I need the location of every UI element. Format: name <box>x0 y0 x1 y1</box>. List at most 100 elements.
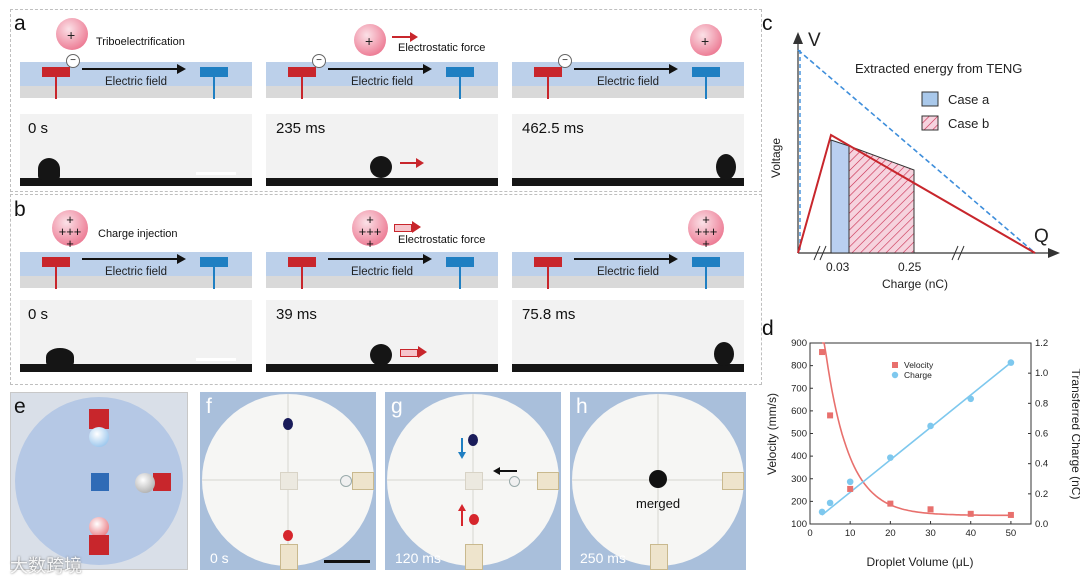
panel-f-photo: 0 s <box>200 392 376 570</box>
panel-b-frame-2: Electric field +++++ Electrostatic force… <box>266 210 498 382</box>
legend-label-velocity: Velocity <box>904 360 934 370</box>
panel-b-frame-3: Electric field +++++ 75.8 ms <box>512 210 744 382</box>
y-tick-label: 300 <box>791 474 807 485</box>
positive-electrode <box>534 257 562 267</box>
charged-droplet: +++++ <box>52 210 88 250</box>
velocity-point <box>887 500 894 507</box>
blue-droplet <box>283 418 293 430</box>
droplet <box>690 24 722 56</box>
negative-electrode <box>200 257 228 267</box>
red-motion-arrow <box>461 510 463 526</box>
charge-point <box>846 478 854 486</box>
electrode-pad <box>280 544 298 570</box>
y-tick-label: 200 <box>791 496 807 507</box>
panel-g-photo: 120 ms <box>385 392 561 570</box>
droplet-photo: 0 s <box>20 114 252 186</box>
charge-point <box>818 508 826 516</box>
red-droplet <box>283 530 293 541</box>
droplet <box>56 18 88 50</box>
y-tick-label: 400 <box>791 451 807 462</box>
y-tick-label: 900 <box>791 338 807 349</box>
droplet-photo: 235 ms <box>266 114 498 186</box>
droplet-silhouette <box>714 342 734 366</box>
velocity-point <box>847 485 854 492</box>
legend-label-case-a: Case a <box>948 92 990 107</box>
max-energy-line <box>797 49 1036 254</box>
motion-arrow <box>400 349 418 357</box>
field-arrow <box>328 258 426 260</box>
panel-label-c: c <box>762 12 773 35</box>
legend-marker-velocity <box>892 362 898 368</box>
x-tick-label: 10 <box>845 528 856 539</box>
field-arrow <box>574 68 672 70</box>
annotation-text: Electrostatic force <box>398 234 486 246</box>
y-tick-label: 600 <box>791 406 807 417</box>
x-tick-label: 30 <box>925 528 936 539</box>
legend-label-charge: Charge <box>904 370 932 380</box>
droplet-silhouette <box>370 156 392 178</box>
panel-e-schematic <box>10 392 188 570</box>
field-arrow <box>82 258 180 260</box>
electric-field-label: Electric field <box>105 266 167 278</box>
y-symbol: V <box>808 30 821 51</box>
electric-field-label: Electric field <box>351 76 413 88</box>
black-motion-arrow <box>499 470 517 472</box>
time-label: 0 s <box>210 550 229 566</box>
panel-label-h: h <box>576 395 588 418</box>
electrode-pad <box>537 472 559 490</box>
velocity-point <box>827 412 834 419</box>
motion-arrow <box>400 162 418 164</box>
panel-a-frame-1: Electric field − + Triboelectrification … <box>20 18 252 188</box>
grey-droplet <box>135 473 155 493</box>
velocity-fit-curve <box>822 342 1011 517</box>
annotation-text: Charge injection <box>98 228 178 240</box>
watermark-text: 大数跨境 <box>10 556 82 576</box>
y-tick-label: 800 <box>791 361 807 372</box>
y2-tick-label: 0.6 <box>1035 429 1048 440</box>
case-a-region <box>830 139 850 254</box>
time-label: 75.8 ms <box>522 306 576 323</box>
panel-label-f: f <box>206 395 212 418</box>
negative-electrode <box>446 67 474 77</box>
device-schematic: Electric field <box>512 242 744 289</box>
annotation-text: Electrostatic force <box>398 42 486 54</box>
x-tick-label: 20 <box>885 528 896 539</box>
positive-electrode <box>288 257 316 267</box>
positive-electrode <box>42 67 70 77</box>
panel-h-photo: merged 250 ms <box>570 392 746 570</box>
device-schematic: Electric field − <box>266 52 498 99</box>
y-tick-label: 700 <box>791 383 807 394</box>
electrode-pad <box>280 472 298 490</box>
time-label: 235 ms <box>276 120 326 137</box>
x-tick-003: 0.03 <box>826 260 850 274</box>
x-axis-label: Charge (nC) <box>882 277 948 291</box>
positive-electrode <box>534 67 562 77</box>
y2-axis-label: Transferred Charge (nC) <box>1069 369 1080 500</box>
positive-electrode <box>42 257 70 267</box>
positive-electrode <box>288 67 316 77</box>
charge-point <box>967 395 975 403</box>
negative-electrode <box>692 67 720 77</box>
charged-droplet: +++++ <box>352 210 388 250</box>
red-droplet <box>89 517 109 537</box>
y2-tick-label: 0.0 <box>1035 519 1048 530</box>
droplet <box>354 24 386 56</box>
legend-swatch-case-b <box>921 115 939 131</box>
y-tick-label: 500 <box>791 429 807 440</box>
red-droplet <box>469 514 479 525</box>
bottom-electrode <box>89 535 109 555</box>
panel-b-frame <box>10 194 762 385</box>
y2-tick-label: 1.2 <box>1035 338 1048 349</box>
device-schematic: Electric field − <box>512 52 744 99</box>
time-label: 120 ms <box>395 550 441 566</box>
panel-b-frame-1: Electric field +++++ Charge injection 0 … <box>20 210 252 382</box>
teng-cycle <box>797 133 1036 254</box>
time-label: 462.5 ms <box>522 120 584 137</box>
electrode-pad <box>465 472 483 490</box>
negative-electrode <box>200 67 228 77</box>
y2-tick-label: 0.8 <box>1035 398 1048 409</box>
y2-tick-label: 1.0 <box>1035 368 1048 379</box>
velocity-point <box>819 349 826 356</box>
charge-point <box>887 454 894 461</box>
